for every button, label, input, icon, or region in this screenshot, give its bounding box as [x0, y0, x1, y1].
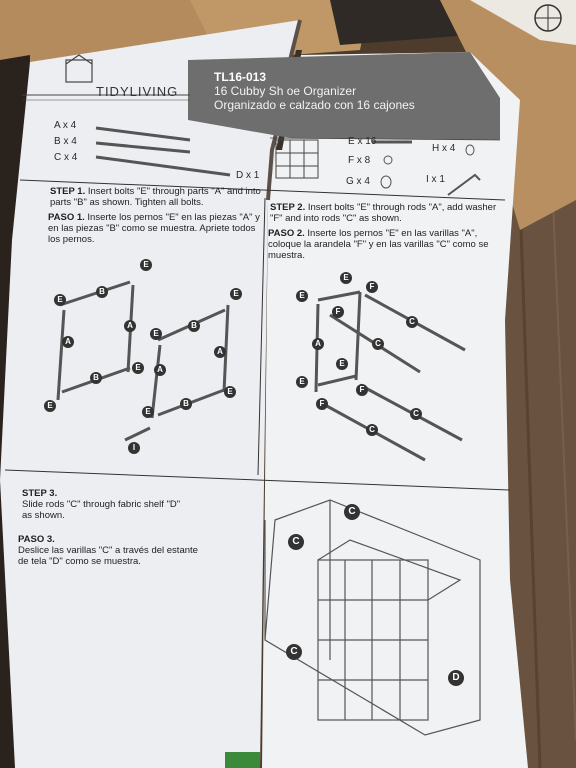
title-english: 16 Cubby Sh oe Organizer — [214, 84, 357, 98]
green-object — [225, 752, 260, 768]
paso1-text: Inserte los pernos "E" en las piezas "A"… — [48, 212, 260, 245]
callout-f: F — [366, 281, 378, 293]
step3-instructions: STEP 3. Slide rods "C" through fabric sh… — [22, 488, 182, 521]
divider-vertical — [257, 197, 266, 476]
callout-e: E — [140, 259, 152, 271]
step3-shelf-diagram — [264, 499, 481, 736]
divider-line-1 — [19, 179, 506, 201]
callout-e: E — [296, 376, 308, 388]
step2-text: Insert bolts "E" through rods "A", add w… — [270, 202, 497, 224]
step1-text: Insert bolts "E" through parts "A" and i… — [50, 186, 261, 208]
callout-e: E — [224, 386, 236, 398]
callout-i: I — [128, 442, 140, 454]
callout-b: B — [96, 286, 108, 298]
divider-line-2 — [4, 469, 511, 491]
callout-c: C — [406, 316, 418, 328]
paso2-instructions: PASO 2. Inserte los pernos "E" en las va… — [268, 228, 503, 261]
callout-e: E — [296, 290, 308, 302]
white-label-box — [470, 0, 576, 45]
callout-c: C — [410, 408, 422, 420]
callout-e: E — [150, 328, 162, 340]
step3-text: Slide rods "C" through fabric shelf "D" … — [22, 499, 181, 521]
callout-a: A — [62, 336, 74, 348]
instruction-sheet-right — [262, 52, 528, 768]
callout-a: A — [214, 346, 226, 358]
part-b-count: B x 4 — [54, 136, 77, 147]
callout-e: E — [132, 362, 144, 374]
model-number: TL16-013 — [214, 70, 267, 84]
part-a-count: A x 4 — [54, 120, 77, 131]
callout-c: C — [372, 338, 384, 350]
callout-c: C — [288, 534, 304, 550]
callout-e: E — [54, 294, 66, 306]
paso2-text: Inserte los pernos "E" en las varillas "… — [268, 228, 489, 261]
callout-e: E — [230, 288, 242, 300]
step1-instructions: STEP 1. Insert bolts "E" through parts "… — [50, 186, 265, 208]
part-d-count: D x 1 — [236, 170, 260, 181]
callout-f: F — [356, 384, 368, 396]
callout-b: B — [188, 320, 200, 332]
callout-e: E — [44, 400, 56, 412]
part-g-count: G x 4 — [346, 176, 370, 187]
step3-label: STEP 3. — [22, 488, 58, 499]
paso1-label: PASO 1. — [48, 212, 85, 223]
paso1-instructions: PASO 1. Inserte los pernos "E" en las pi… — [48, 212, 263, 245]
house-logo-icon — [65, 59, 93, 83]
callout-e: E — [336, 358, 348, 370]
dark-box-flap — [330, 0, 480, 45]
paso3-instructions: PASO 3. Deslice las varillas "C" a travé… — [18, 534, 208, 567]
callout-f: F — [332, 306, 344, 318]
callout-c: C — [366, 424, 378, 436]
step2-instructions: STEP 2. Insert bolts "E" through rods "A… — [270, 202, 505, 224]
callout-b: B — [90, 372, 102, 384]
callout-c: C — [344, 504, 360, 520]
part-f-count: F x 8 — [348, 155, 371, 166]
callout-f: F — [316, 398, 328, 410]
title-spanish: Organizado e calzado con 16 cajones — [214, 98, 415, 112]
step1-label: STEP 1. — [50, 186, 86, 197]
callout-c: C — [286, 644, 302, 660]
callout-e: E — [340, 272, 352, 284]
instruction-sheet-left — [0, 20, 300, 768]
callout-e: E — [142, 406, 154, 418]
step2-label: STEP 2. — [270, 202, 306, 213]
brand-name: TIDYLIVING — [96, 84, 179, 99]
callout-a: A — [312, 338, 324, 350]
part-h-count: H x 4 — [432, 143, 456, 154]
part-e-count: E x 16 — [348, 136, 377, 147]
paso3-text: Deslice las varillas "C" a través del es… — [18, 545, 198, 567]
part-i-count: I x 1 — [426, 174, 445, 185]
callout-b: B — [180, 398, 192, 410]
callout-a: A — [154, 364, 166, 376]
paso2-label: PASO 2. — [268, 228, 305, 239]
header-band — [188, 52, 500, 140]
callout-a: A — [124, 320, 136, 332]
part-c-count: C x 4 — [54, 152, 78, 163]
callout-d: D — [448, 670, 464, 686]
paso3-label: PASO 3. — [18, 534, 55, 545]
